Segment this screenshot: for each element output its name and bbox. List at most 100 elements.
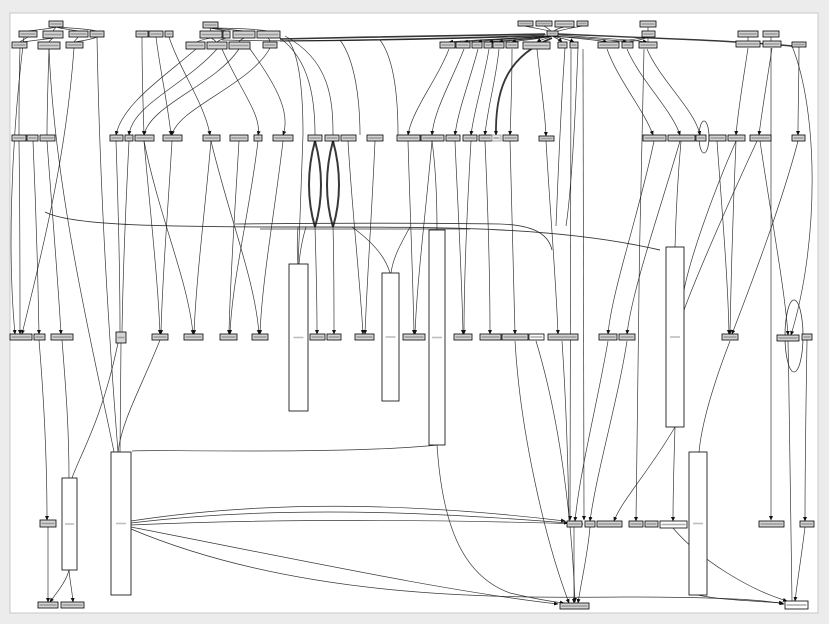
graph-edge [314, 226, 319, 335]
node-label-smudge [764, 33, 778, 35]
node-label-smudge [737, 43, 759, 45]
node-label-smudge [13, 137, 25, 139]
node-label-smudge [786, 604, 807, 606]
graph-edge [192, 140, 212, 335]
node-label-smudge [503, 336, 527, 338]
graph-edge [284, 35, 334, 136]
node-label-smudge [494, 44, 503, 46]
node-label-smudge [20, 33, 36, 35]
graph-node-tall[interactable] [110, 451, 132, 596]
node-label-smudge [39, 604, 57, 606]
node-label-smudge [504, 137, 517, 139]
node-label-smudge [548, 32, 557, 35]
graph-edge [634, 48, 645, 522]
node-label-smudge [457, 44, 469, 46]
node-label-smudge [62, 604, 83, 606]
node-label-smudge [264, 44, 276, 46]
graph-node-tall[interactable] [428, 229, 446, 446]
graph-edge [606, 48, 654, 136]
node-label-smudge [549, 336, 577, 338]
node-label-smudge [571, 44, 577, 46]
node-label-smudge [70, 33, 87, 35]
graph-node-tall[interactable] [688, 451, 708, 596]
node-label-smudge [464, 137, 476, 139]
graph-edge [46, 140, 63, 335]
node-label-smudge [204, 137, 219, 139]
node-label-smudge [224, 33, 229, 36]
graph-edge [297, 134, 304, 265]
graph-edge [326, 140, 334, 228]
node-label-smudge [693, 522, 703, 525]
graph-node-tall[interactable] [381, 272, 400, 402]
node-label-smudge [65, 523, 74, 525]
graph-node-tall[interactable] [61, 477, 78, 571]
graph-edge [430, 48, 465, 136]
graph-edge [672, 527, 788, 602]
graph-edge [734, 47, 749, 136]
node-label-smudge [35, 336, 44, 338]
graph-edge [728, 140, 737, 335]
graph-edge [130, 520, 584, 526]
graph-edge [483, 48, 500, 136]
graph-edge [431, 140, 438, 231]
node-label-smudge [204, 24, 217, 26]
node-label-smudge [432, 336, 442, 339]
node-label-smudge [537, 22, 551, 25]
node-label-smudge [530, 336, 543, 338]
graph-edge [454, 140, 465, 335]
graph-edge [803, 339, 808, 522]
graph-edge [38, 339, 49, 521]
graph-edge [536, 48, 548, 137]
graph-edge [453, 48, 479, 136]
graph-edge [314, 140, 322, 228]
node-label-smudge [480, 137, 491, 139]
graph-edge [115, 140, 121, 333]
graph-edge [143, 140, 195, 335]
graph-edge [131, 444, 438, 452]
node-label-smudge [356, 336, 373, 338]
graph-node-tall[interactable] [288, 263, 309, 412]
node-label-smudge [801, 523, 813, 525]
node-label-smudge [481, 336, 500, 338]
node-label-smudge [52, 336, 72, 338]
graph-edge [565, 47, 579, 227]
node-label-smudge [185, 336, 202, 338]
node-label-smudge [559, 44, 566, 46]
graph-edge [170, 47, 271, 136]
node-label-smudge [342, 137, 355, 139]
graph-edge [576, 526, 591, 604]
graph-edge [790, 45, 813, 336]
node-label-smudge [39, 44, 59, 47]
node-label-smudge [67, 44, 82, 46]
graph-edge [155, 36, 173, 136]
graph-edge [462, 140, 472, 335]
node-label-smudge [150, 33, 162, 35]
node-label-smudge [111, 137, 122, 139]
graph-edge [46, 48, 50, 136]
node-label-smudge [385, 336, 396, 338]
node-label-smudge [201, 33, 221, 36]
node-label-smudge [41, 522, 55, 525]
node-label-smudge [540, 137, 553, 140]
graph-node-tall[interactable] [665, 246, 685, 428]
node-label-smudge [258, 33, 279, 36]
graph-edge [227, 140, 240, 335]
node-label-smudge [255, 137, 261, 139]
graph-edge [308, 140, 316, 228]
graph-edge [413, 140, 433, 335]
graph-edge [363, 140, 376, 335]
node-label-smudge [599, 44, 618, 46]
graph-edge [331, 226, 336, 335]
node-label-smudge [578, 22, 587, 25]
node-label-smudge [441, 44, 454, 46]
graph-edge [159, 140, 173, 335]
graph-edge [683, 140, 758, 311]
node-label-smudge [164, 137, 181, 139]
graph-edge [625, 140, 681, 335]
graph-edge [121, 140, 130, 333]
graph-edge [127, 48, 218, 136]
node-label-smudge [126, 137, 132, 139]
node-label-smudge [328, 336, 340, 338]
